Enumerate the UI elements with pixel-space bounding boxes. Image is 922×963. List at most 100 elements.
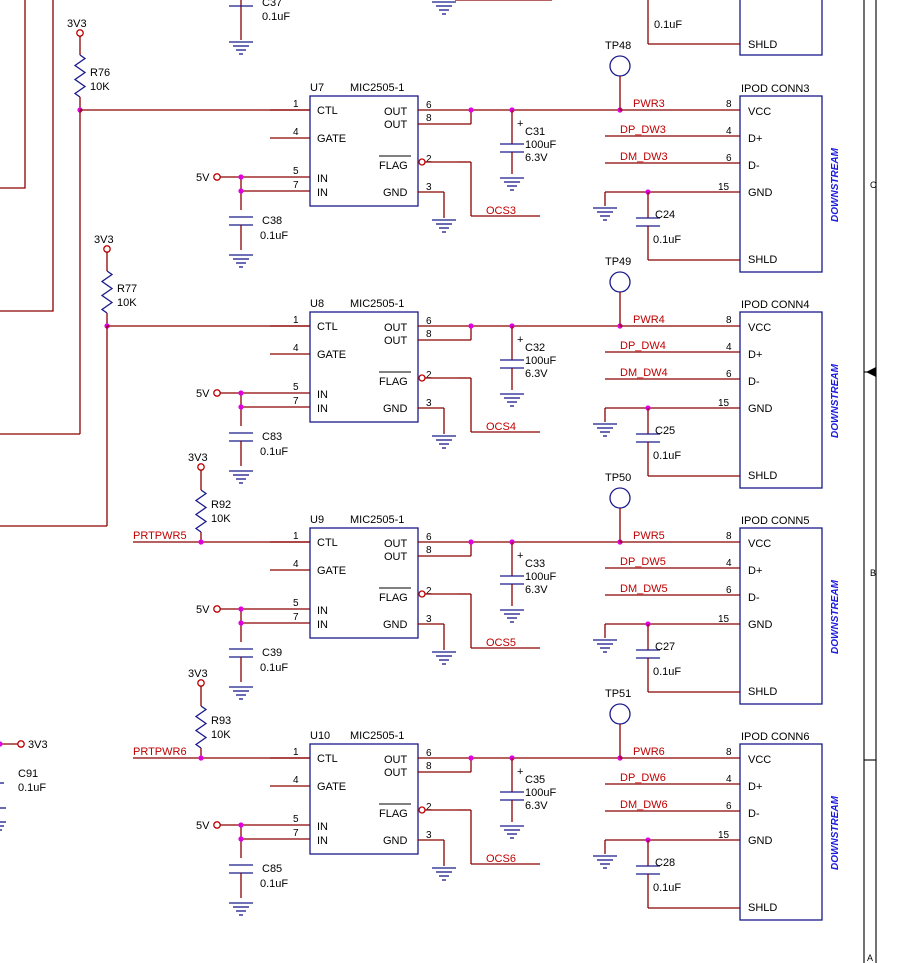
conn-pin-label: D- — [748, 808, 760, 820]
cap-val: 0.1uF — [653, 450, 681, 462]
pin-num: 6 — [726, 369, 732, 380]
test-point — [609, 55, 631, 77]
conn-pin-label: VCC — [748, 754, 771, 766]
zone-label: C — [870, 180, 877, 190]
supply-5v: 5V — [196, 820, 210, 832]
net-label-dp: DP_DW5 — [620, 556, 666, 568]
pin-label: IN — [317, 389, 328, 401]
cap-ref-c37: C37 — [262, 0, 282, 9]
conn-pin-label: VCC — [748, 322, 771, 334]
net-label-pwr: PWR3 — [633, 98, 665, 110]
pin-num: 1 — [293, 315, 299, 326]
cap-ref: C33 — [525, 558, 545, 570]
conn-pin-label: D- — [748, 592, 760, 604]
conn-pin-label: D+ — [748, 133, 762, 145]
pin-num: 6 — [426, 748, 432, 759]
cap-val: 0.1uF — [653, 882, 681, 894]
cap-ref: C27 — [655, 641, 675, 653]
cap-volt: 6.3V — [525, 584, 548, 596]
cap-val: 0.1uF — [653, 666, 681, 678]
pin-num: 2 — [426, 154, 432, 165]
connection-terminal — [213, 605, 221, 613]
test-point-ref: TP50 — [605, 472, 631, 484]
net-label-dm: DM_DW6 — [620, 799, 668, 811]
pin-label-flag: FLAG — [379, 376, 408, 388]
cap-val: 0.1uF — [260, 446, 288, 458]
test-point-ref: TP49 — [605, 256, 631, 268]
pin-label: OUT — [384, 551, 408, 563]
pin-num: 7 — [293, 828, 299, 839]
side-label: DOWNSTREAM — [830, 147, 841, 222]
shld-label-top: SHLD — [748, 39, 777, 51]
cap-ref: C24 — [655, 209, 675, 221]
pin-label-flag: FLAG — [379, 592, 408, 604]
net-label-dp: DP_DW3 — [620, 124, 666, 136]
conn-pin-label: SHLD — [748, 902, 777, 914]
conn-pin-label: GND — [748, 835, 773, 847]
conn-pin-label: SHLD — [748, 470, 777, 482]
pin-num: 5 — [293, 598, 299, 609]
pin-num: 6 — [726, 585, 732, 596]
test-point — [609, 487, 631, 509]
pin-label: IN — [317, 403, 328, 415]
pin-num: 15 — [718, 182, 730, 193]
junction-dot — [238, 390, 244, 396]
connector-ref: IPOD CONN6 — [741, 731, 809, 743]
conn-pin-label: D+ — [748, 781, 762, 793]
junction-dot — [198, 755, 204, 761]
res-ref-r76: R76 — [90, 67, 110, 79]
net-label-prtpwr: PRTPWR6 — [133, 746, 187, 758]
pin-num: 4 — [726, 558, 732, 569]
pin-label: OUT — [384, 106, 408, 118]
cap-val: 0.1uF — [260, 878, 288, 890]
net-label-ocs: OCS4 — [486, 421, 516, 433]
junction-dot — [468, 323, 474, 329]
flag-bubble — [418, 590, 426, 598]
pin-num: 7 — [293, 180, 299, 191]
conn-pin-label: GND — [748, 403, 773, 415]
pin-label-flag: FLAG — [379, 160, 408, 172]
connector-body-ipod-conn5 — [739, 527, 823, 705]
cap-ref: C25 — [655, 425, 675, 437]
cap-plus: + — [517, 766, 523, 778]
ic-part: MIC2505-1 — [350, 730, 404, 742]
cap-val: 0.1uF — [653, 234, 681, 246]
pin-num: 8 — [426, 545, 432, 556]
net-label-pwr: PWR6 — [633, 746, 665, 758]
pin-num: 8 — [726, 747, 732, 758]
pin-num: 8 — [726, 315, 732, 326]
cap-volt: 6.3V — [525, 152, 548, 164]
pin-label: OUT — [384, 335, 408, 347]
pin-label: CTL — [317, 537, 338, 549]
pin-num: 15 — [718, 614, 730, 625]
connection-terminal — [17, 740, 25, 748]
junction-dot — [238, 606, 244, 612]
junction-dot — [238, 404, 244, 410]
pin-label: GND — [383, 403, 408, 415]
pin-num: 7 — [293, 396, 299, 407]
pin-num: 4 — [726, 774, 732, 785]
cap-val: 100uF — [525, 571, 556, 583]
conn-pin-label: D+ — [748, 565, 762, 577]
pin-num: 2 — [426, 586, 432, 597]
res-ref: R93 — [211, 715, 231, 727]
connection-terminal — [213, 173, 221, 181]
conn-pin-label: VCC — [748, 106, 771, 118]
net-label-dm: DM_DW4 — [620, 367, 668, 379]
res-val: 10K — [211, 729, 231, 741]
wire — [0, 0, 26, 189]
cap-ref: C85 — [262, 863, 282, 875]
pin-label: CTL — [317, 753, 338, 765]
net-label-prtpwr: PRTPWR5 — [133, 530, 187, 542]
pin-num: 5 — [293, 382, 299, 393]
pin-num: 6 — [426, 100, 432, 111]
pin-label: IN — [317, 821, 328, 833]
junction-dot — [238, 836, 244, 842]
connector-ref: IPOD CONN3 — [741, 83, 809, 95]
pin-num: 4 — [293, 343, 299, 354]
connector-body-top — [739, 0, 823, 56]
pin-num: 1 — [293, 99, 299, 110]
cap-plus: + — [517, 118, 523, 130]
pin-label: IN — [317, 187, 328, 199]
